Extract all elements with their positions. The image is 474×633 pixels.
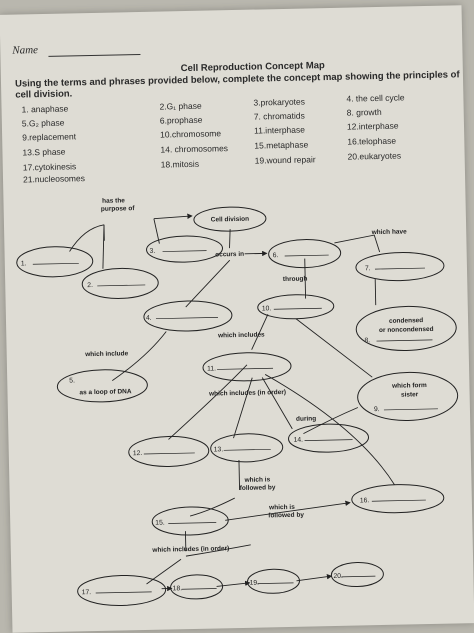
node-19 bbox=[247, 568, 300, 594]
node-16 bbox=[351, 484, 445, 514]
node-7 bbox=[355, 252, 445, 282]
node-18 bbox=[170, 574, 224, 600]
link-label: has the bbox=[102, 197, 125, 204]
link-label: which is bbox=[268, 504, 295, 512]
node-6 bbox=[268, 239, 342, 269]
node-9-label: which form bbox=[391, 382, 427, 390]
node-8-label: condensed bbox=[389, 317, 423, 325]
blank-1[interactable]: 1. bbox=[21, 260, 27, 267]
node-9-label: sister bbox=[401, 391, 419, 398]
blank-7[interactable]: 7. bbox=[365, 265, 371, 272]
node-10 bbox=[257, 294, 335, 320]
node-5 bbox=[56, 369, 148, 403]
blank-6[interactable]: 6. bbox=[273, 252, 279, 259]
node-4 bbox=[143, 300, 233, 332]
blank-5[interactable]: 5. bbox=[69, 377, 75, 384]
node-5-label: as a loop of DNA bbox=[79, 388, 131, 396]
node-2 bbox=[81, 267, 159, 299]
link-label: followed by bbox=[240, 484, 276, 492]
link-label: which includes (in order) bbox=[208, 389, 286, 398]
link-label: which includes bbox=[217, 331, 265, 339]
node-9 bbox=[357, 371, 459, 421]
node-13 bbox=[210, 433, 284, 463]
node-8-label: or noncondensed bbox=[379, 326, 434, 334]
node-8 bbox=[355, 305, 457, 351]
blank-16[interactable]: 16. bbox=[360, 497, 370, 504]
link-label: which include bbox=[84, 350, 128, 358]
link-label: followed by bbox=[268, 512, 304, 520]
node-15 bbox=[151, 506, 229, 536]
blank-14[interactable]: 14. bbox=[293, 437, 303, 444]
node-14 bbox=[288, 423, 370, 453]
blank-15[interactable]: 15. bbox=[155, 520, 165, 527]
blank-20[interactable]: 20. bbox=[333, 573, 343, 580]
link-label: which is bbox=[243, 476, 270, 484]
node-20 bbox=[330, 562, 384, 588]
blank-4[interactable]: 4. bbox=[146, 315, 152, 322]
blank-3[interactable]: 3. bbox=[149, 248, 155, 255]
node-1 bbox=[16, 246, 94, 278]
blank-13[interactable]: 13. bbox=[214, 446, 224, 453]
blank-19[interactable]: 19. bbox=[249, 580, 259, 587]
blank-9[interactable]: 9. bbox=[374, 406, 380, 413]
blank-17[interactable]: 17. bbox=[82, 589, 92, 596]
link-label: during bbox=[296, 415, 316, 422]
concept-map: 1. 2. 3. 6. 7. 4. 10. 8. 5. 11. 9. 12. 1… bbox=[16, 197, 459, 607]
blank-18[interactable]: 18. bbox=[173, 585, 183, 592]
blank-2[interactable]: 2. bbox=[87, 282, 93, 289]
node-cell-division bbox=[193, 206, 267, 232]
link-label: which includes (in order) bbox=[151, 545, 229, 554]
worksheet-page: Name Cell Reproduction Concept Map Using… bbox=[0, 5, 474, 633]
link-label: occurs in bbox=[215, 251, 244, 259]
node-17 bbox=[77, 574, 167, 607]
link-label: through bbox=[283, 276, 308, 284]
blank-10[interactable]: 10. bbox=[262, 305, 272, 312]
blank-12[interactable]: 12. bbox=[133, 450, 143, 457]
node-3 bbox=[146, 235, 224, 263]
link-label: purpose of bbox=[101, 205, 136, 213]
blank-8[interactable]: 8. bbox=[364, 337, 370, 344]
node-11 bbox=[202, 352, 292, 382]
node-12 bbox=[128, 435, 210, 467]
blank-11[interactable]: 11. bbox=[207, 365, 216, 372]
cell-division-label: Cell division bbox=[211, 216, 249, 224]
link-label: which have bbox=[371, 228, 408, 236]
